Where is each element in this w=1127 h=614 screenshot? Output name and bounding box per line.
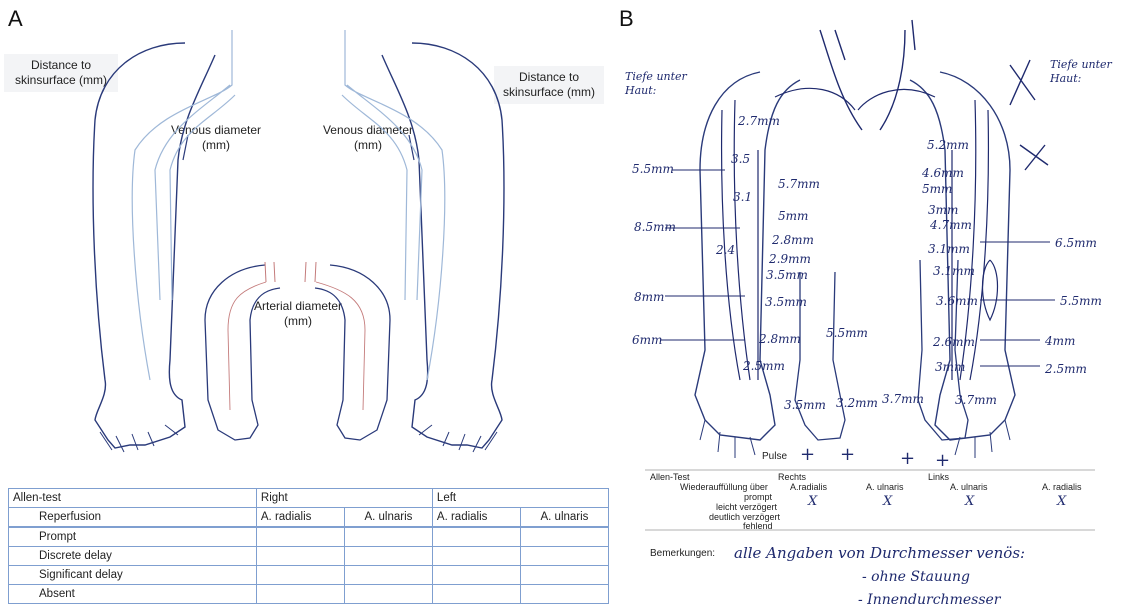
- measure-label: 3.1mm: [928, 242, 970, 256]
- measure-label: 3.5mm: [784, 398, 826, 412]
- x-mark: X: [883, 494, 892, 509]
- measure-label: 3mm: [928, 203, 958, 217]
- measure-label: 8.5mm: [634, 220, 676, 234]
- links-header: Links: [928, 472, 949, 482]
- note-line-2: - ohne Stauung: [862, 569, 970, 585]
- measure-label: 3.5mm: [766, 268, 808, 282]
- pulse-label: Pulse: [762, 451, 787, 462]
- measure-label: 5.5mm: [826, 326, 868, 340]
- measure-label: 6.5mm: [1055, 236, 1097, 250]
- row-label-b: leicht verzögert: [716, 502, 777, 512]
- measure-label: 5mm: [778, 209, 808, 223]
- measure-label: 3.1mm: [933, 264, 975, 278]
- measure-label: 3.7mm: [955, 393, 997, 407]
- x-mark: X: [808, 494, 817, 509]
- measure-label: 4.6mm: [922, 166, 964, 180]
- x-mark: X: [1057, 494, 1066, 509]
- pulse-mark: +: [840, 444, 855, 465]
- measure-label: 2.8mm: [772, 233, 814, 247]
- measure-label: 3.6mm: [936, 294, 978, 308]
- pulse-mark: +: [900, 448, 915, 469]
- depth-label-right: Tiefe unter Haut:: [1050, 58, 1122, 86]
- measure-label: 4.7mm: [930, 218, 972, 232]
- note-line-1: alle Angaben von Durchmesser venös:: [734, 544, 1025, 562]
- measure-label: 2.8mm: [759, 332, 801, 346]
- row-label-b: prompt: [744, 492, 772, 502]
- measure-label: 3.5: [731, 152, 750, 166]
- col-header-b: A.radialis: [790, 482, 827, 492]
- bemerkungen-label: Bemerkungen:: [650, 548, 715, 559]
- rechts-header: Rechts: [778, 472, 806, 482]
- note-line-3: - Innendurchmesser: [858, 592, 1000, 608]
- col-header-b: A. radialis: [1042, 482, 1082, 492]
- measure-label: 2.9mm: [769, 252, 811, 266]
- pulse-mark: +: [935, 450, 950, 471]
- measure-label: 6mm: [632, 333, 662, 347]
- measure-label: 3.1: [733, 190, 752, 204]
- depth-label-left: Tiefe unter Haut:: [625, 70, 705, 98]
- wieder-label: Wiederauffüllung über: [680, 482, 768, 492]
- measure-label: 2.6mm: [933, 335, 975, 349]
- measure-label: 3.5mm: [765, 295, 807, 309]
- col-header-b: A. ulnaris: [950, 482, 988, 492]
- measure-label: 2.5mm: [743, 359, 785, 373]
- measure-label: 3.7mm: [882, 392, 924, 406]
- measure-label: 2.7mm: [738, 114, 780, 128]
- measure-label: 4mm: [1045, 334, 1075, 348]
- measure-label: 5.5mm: [632, 162, 674, 176]
- measure-label: 5.7mm: [778, 177, 820, 191]
- allen-test-title-b: Allen-Test: [650, 472, 690, 482]
- measure-label: 5mm: [922, 182, 952, 196]
- x-mark: X: [965, 494, 974, 509]
- measure-label: 3mm: [935, 360, 965, 374]
- measure-label: 5.5mm: [1060, 294, 1102, 308]
- measure-label: 8mm: [634, 290, 664, 304]
- row-label-b: fehlend: [743, 521, 773, 531]
- measure-label: 2.5mm: [1045, 362, 1087, 376]
- measure-label: 5.2mm: [927, 138, 969, 152]
- pulse-mark: +: [800, 444, 815, 465]
- measure-label: 2.4: [716, 243, 735, 257]
- measure-label: 3.2mm: [836, 396, 878, 410]
- col-header-b: A. ulnaris: [866, 482, 904, 492]
